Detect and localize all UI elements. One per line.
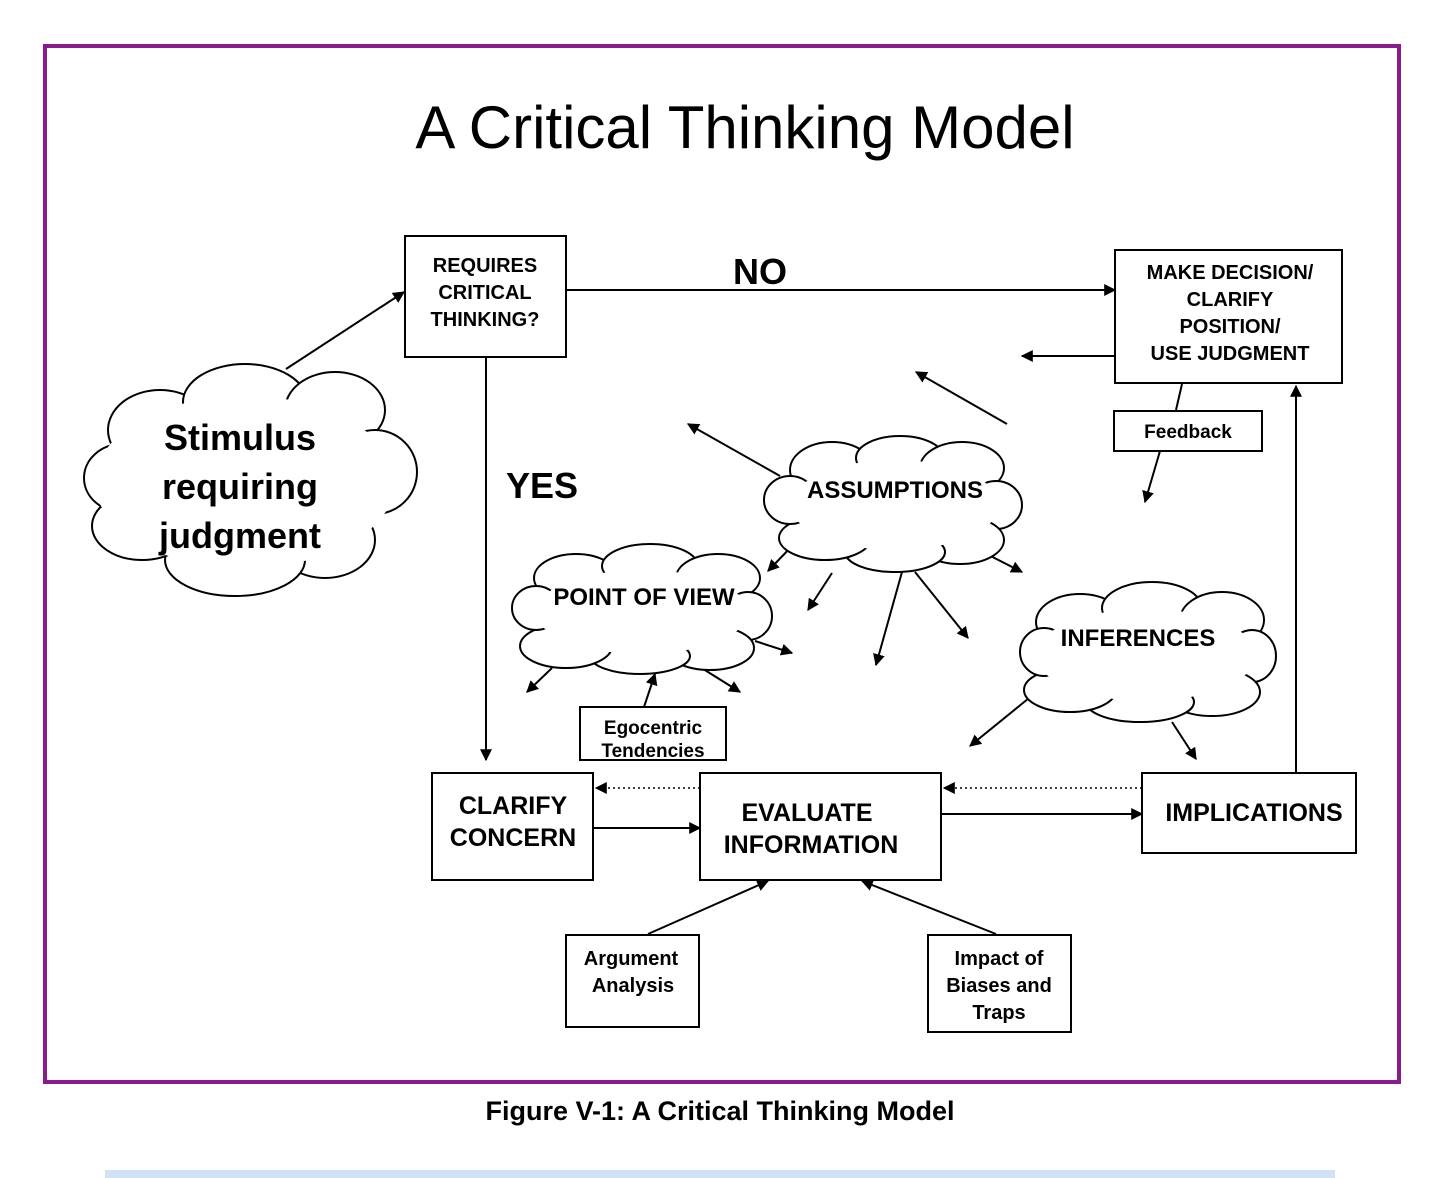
evaluate-label-1: EVALUATE [741,799,872,827]
impact-label-1: Impact of [955,948,1044,970]
implications-label: IMPLICATIONS [1165,799,1342,827]
arrow-egocentric-up [643,672,658,708]
egocentric-box: Egocentric Tendencies [579,706,727,762]
inferences-label: INFERENCES [1061,625,1216,652]
decision-label-2: CLARIFY [1187,289,1274,311]
feedback-box: Feedback [1113,410,1263,452]
arrow-pov-down-right [699,666,742,693]
diagram-frame [43,44,1401,1084]
clarify-label-1: CLARIFY [459,792,568,820]
diagram-title: A Critical Thinking Model [415,94,1074,161]
arrow-inferences-left [969,693,1035,747]
clarify-box: CLARIFY CONCERN [431,772,594,881]
feedback-label: Feedback [1144,422,1232,443]
edge-label-no: NO [733,251,787,292]
arrow-stimulus-to-requires [285,291,406,370]
arrow-feedback-down [1142,450,1161,504]
requires-label-1: REQUIRES [433,255,537,277]
requires-box: REQUIRES CRITICAL THINKING? [404,235,567,358]
clarify-label-2: CONCERN [450,824,576,852]
feedback-line-top [1175,383,1183,411]
impact-label-3: Traps [972,1002,1025,1024]
arrow-pov-down-left [526,667,553,693]
arrow-impact-to-evaluate [860,879,997,935]
decision-label-4: USE JUDGMENT [1151,343,1310,365]
figure-caption: Figure V-1: A Critical Thinking Model [485,1096,954,1126]
inferences-cloud: INFERENCES [1019,581,1277,723]
requires-label-2: CRITICAL [438,282,531,304]
evaluate-box: EVALUATE INFORMATION [699,772,942,881]
decision-label-3: POSITION/ [1179,316,1281,338]
bottom-bar [105,1170,1335,1178]
arrow-assumptions-2 [807,572,833,612]
egocentric-label-1: Egocentric [604,718,703,739]
argument-label-2: Analysis [592,975,674,997]
arrow-inferences-right [1171,721,1197,761]
impact-label-2: Biases and [946,975,1052,997]
decision-box: MAKE DECISION/ CLARIFY POSITION/ USE JUD… [1114,249,1343,384]
arrow-assumptions-4 [914,571,969,639]
impact-box: Impact of Biases and Traps [927,934,1072,1033]
point-of-view-label: POINT OF VIEW [553,584,735,611]
arrow-assumptions-up-left [686,423,781,477]
assumptions-label: ASSUMPTIONS [807,477,983,504]
argument-box: Argument Analysis [565,934,700,1028]
stimulus-cloud: Stimulus requiring judgment [83,363,418,597]
assumptions-cloud: ASSUMPTIONS [763,435,1023,573]
edge-label-yes: YES [506,465,578,506]
stimulus-label-3: judgment [158,515,321,556]
arrow-argument-to-evaluate [647,879,770,935]
arrow-assumptions-3 [873,571,903,667]
implications-box: IMPLICATIONS [1141,772,1357,854]
arrow-pov-right [754,640,794,656]
arrow-diagonal-upper [914,371,1008,425]
requires-label-3: THINKING? [431,309,540,331]
point-of-view-cloud: POINT OF VIEW [511,543,773,675]
stimulus-label-1: Stimulus [164,417,316,458]
argument-label-1: Argument [584,948,679,970]
stimulus-label-2: requiring [162,466,318,507]
evaluate-label-2: INFORMATION [724,831,899,859]
decision-label-1: MAKE DECISION/ [1147,262,1314,284]
egocentric-label-2: Tendencies [601,741,704,762]
